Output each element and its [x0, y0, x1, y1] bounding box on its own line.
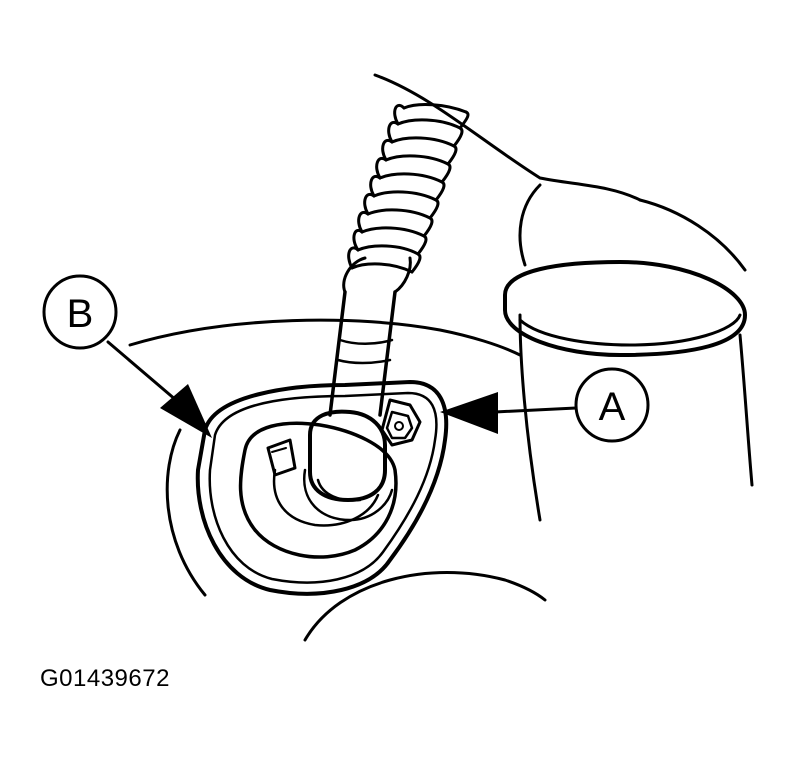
mounting-bolt [380, 398, 422, 447]
figure-id: G01439672 [40, 665, 170, 692]
callout-a-label: A [599, 385, 626, 429]
corrugated-conduit [342, 103, 470, 294]
callout-a-leader [493, 406, 578, 414]
sensor-wire-shaft [328, 290, 397, 417]
callout-b [42, 274, 192, 414]
callout-b-circle [42, 274, 118, 350]
mount-surface-upper-arc [128, 318, 522, 357]
mount-surface-left-arc [165, 428, 207, 597]
arrow-a-head [440, 392, 498, 434]
sensor-head [302, 409, 394, 522]
callout-a-circle [574, 367, 650, 443]
callout-b-label: B [67, 292, 94, 336]
housing-top-outline [373, 73, 642, 202]
callout-a [493, 367, 650, 443]
mount-surface-lower-arc [303, 571, 547, 642]
pipe-component [503, 183, 754, 522]
arrow-b-head [160, 384, 212, 438]
sensor-flange-plate [195, 380, 449, 596]
